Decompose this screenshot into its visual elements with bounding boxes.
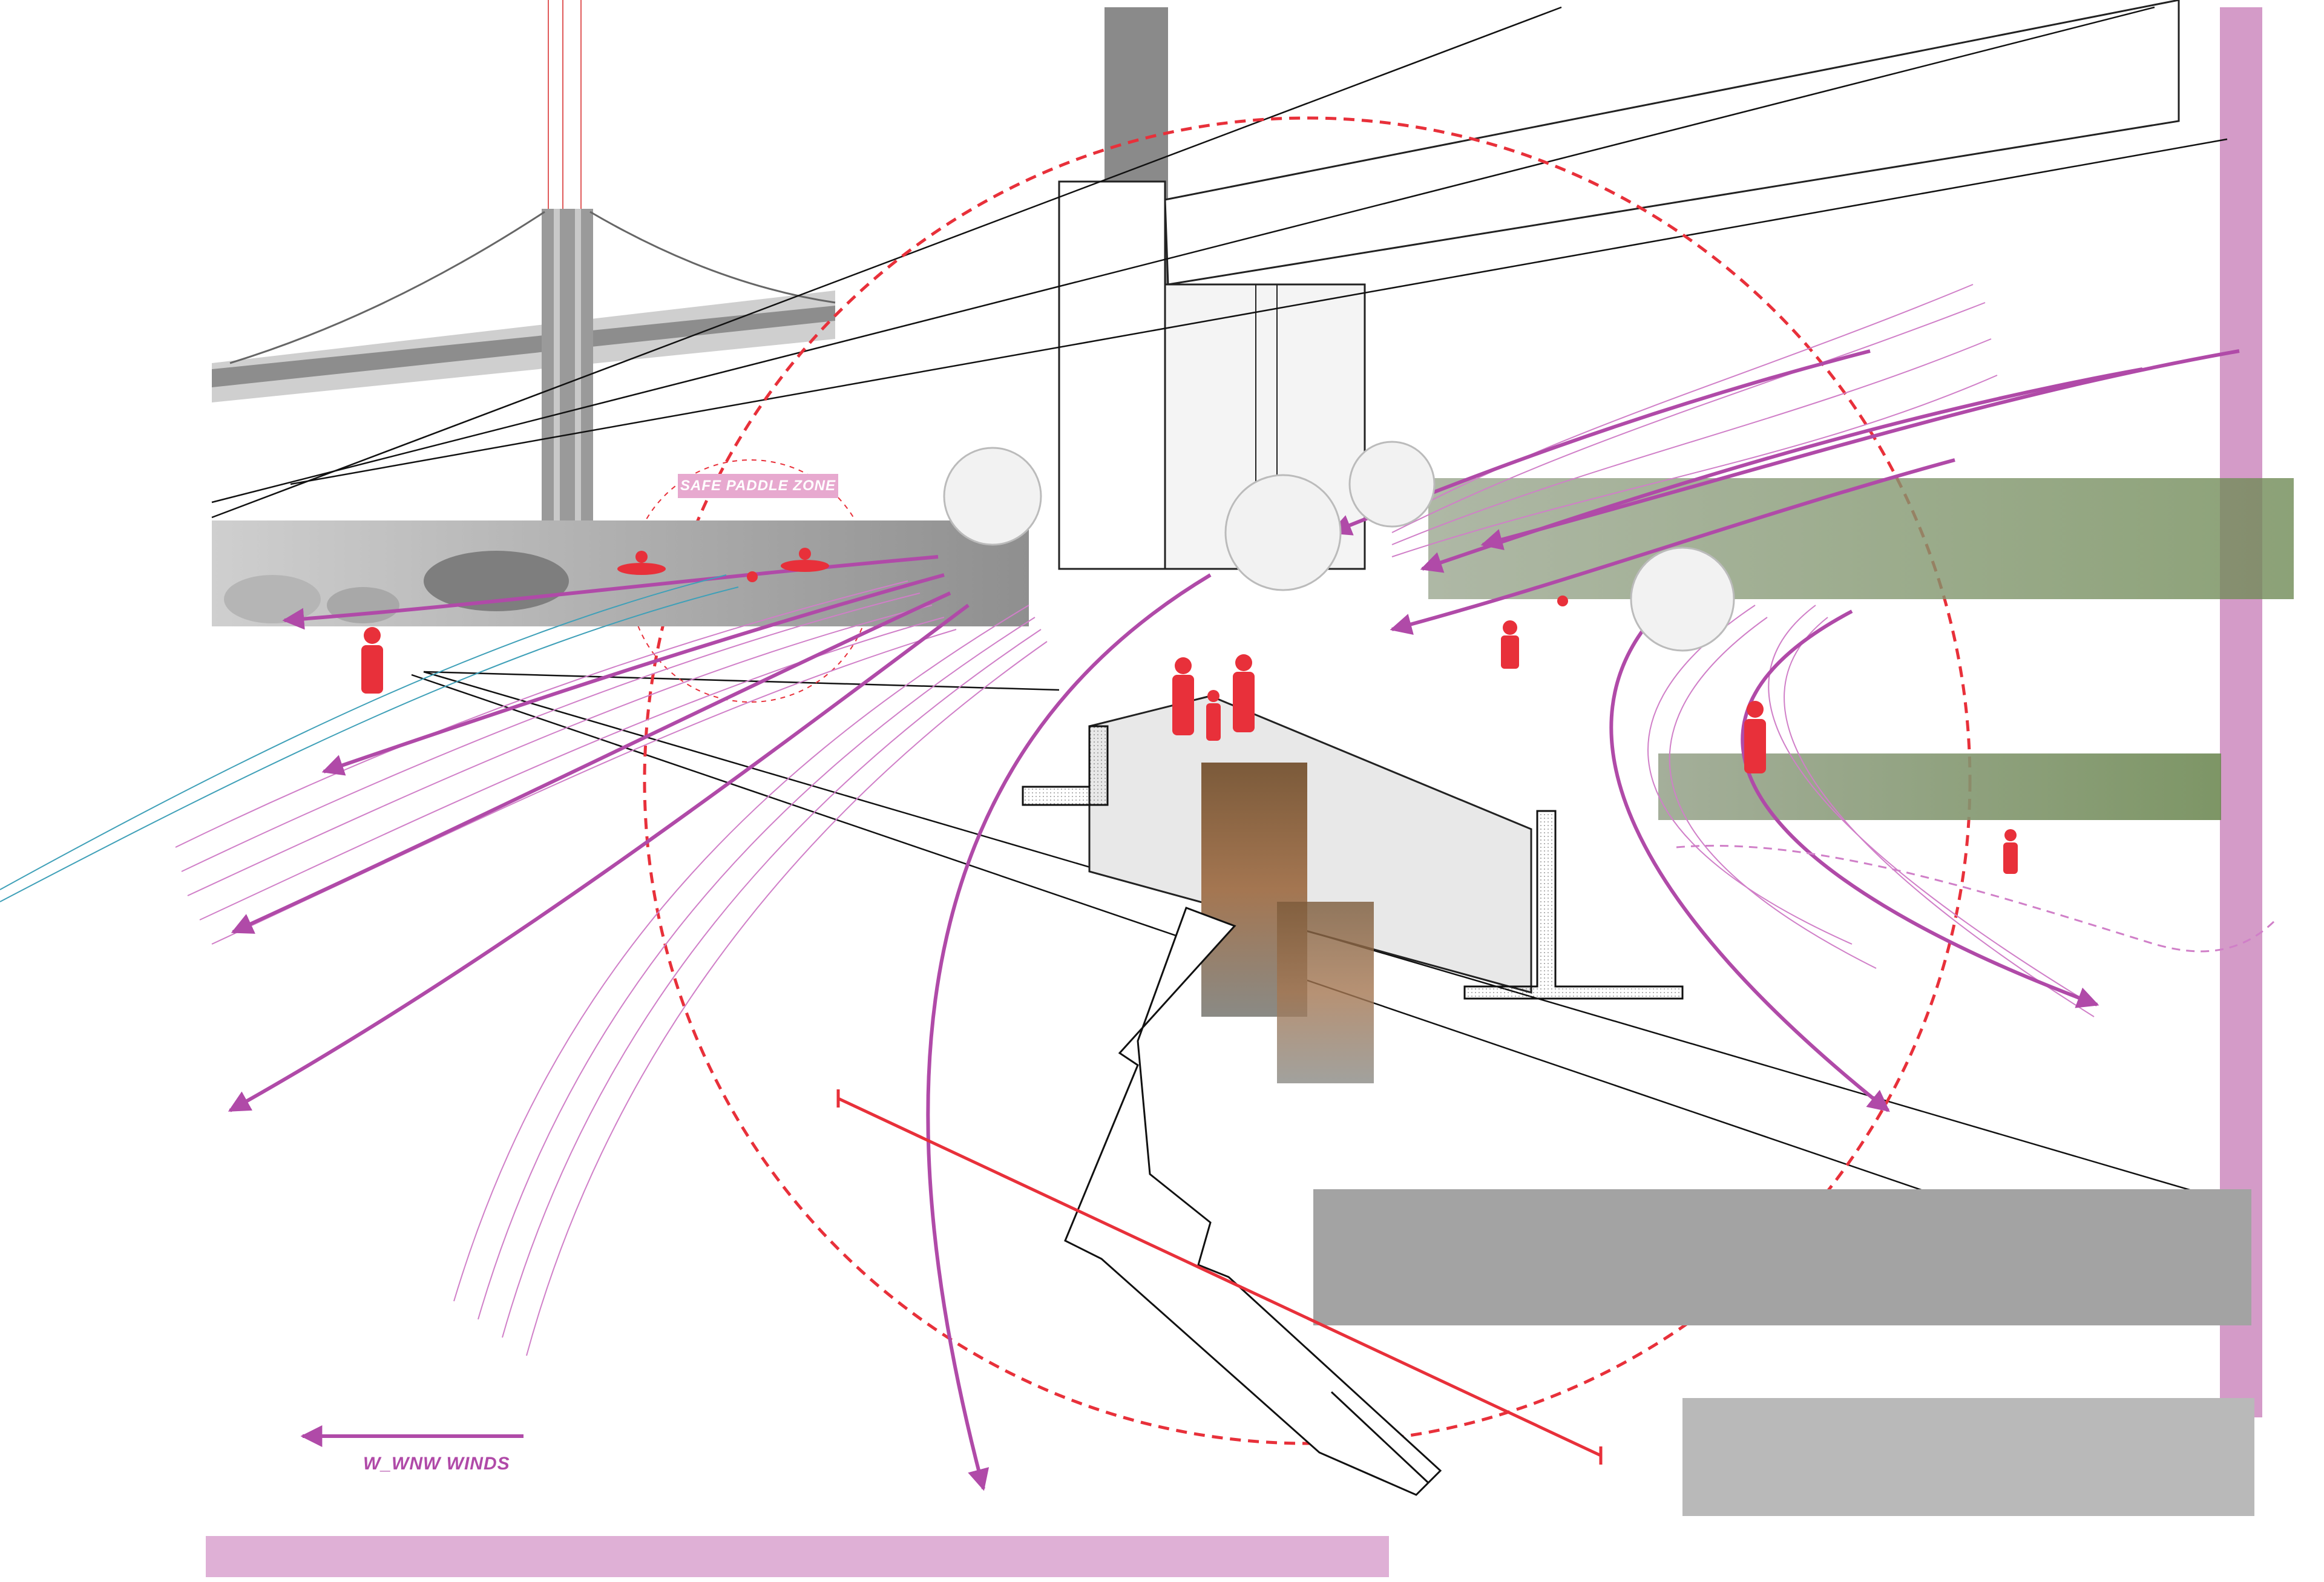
wind-arrow bbox=[1420, 367, 2143, 573]
brooklyn-bridge-tower bbox=[1058, 0, 2180, 570]
kayak-icon bbox=[617, 551, 666, 575]
wind-arrow bbox=[1741, 609, 2099, 1008]
person-silhouette-icon bbox=[1501, 620, 1519, 669]
water-lines bbox=[0, 574, 739, 902]
kayak-icon bbox=[781, 548, 829, 572]
wind-fan-upper bbox=[1391, 284, 1998, 557]
safe-paddle-zone-label: SAFE PADDLE ZONE bbox=[678, 474, 838, 498]
wind-arrow bbox=[228, 603, 970, 1112]
wind-arrow bbox=[1609, 603, 1890, 1112]
bottom-frame-band bbox=[206, 1536, 1389, 1577]
photo-strip-bench bbox=[1682, 1398, 2254, 1516]
wind-arrow bbox=[231, 591, 951, 934]
people bbox=[361, 548, 2018, 874]
right-frame-band bbox=[2220, 7, 2262, 1417]
wind-arrow bbox=[321, 573, 945, 776]
wind-fan-right bbox=[1647, 605, 2095, 1017]
seawall-section bbox=[1022, 695, 1684, 1083]
person-silhouette-icon bbox=[2003, 829, 2018, 874]
photo-strip-garden bbox=[1428, 478, 2294, 599]
photo-strip-shoreline bbox=[212, 520, 1029, 626]
walking-path-dashed bbox=[1676, 844, 2277, 953]
manhattan-bridge-photo bbox=[212, 0, 836, 530]
measure-line bbox=[836, 1089, 1603, 1465]
person-silhouette-icon bbox=[361, 627, 383, 694]
wind-arrow bbox=[1390, 458, 1955, 635]
tree-outline-icon bbox=[943, 441, 1735, 652]
person-silhouette-icon bbox=[1744, 701, 1766, 773]
wind-fan-lower bbox=[453, 605, 1048, 1356]
person-silhouette-icon bbox=[1172, 657, 1194, 735]
photo-strip-path bbox=[1658, 753, 2221, 820]
photo-strip-stairs bbox=[1313, 1189, 2251, 1325]
wind-arrow bbox=[926, 573, 1212, 1491]
person-silhouette-icon bbox=[1233, 654, 1255, 732]
person-silhouette-icon bbox=[1206, 690, 1221, 741]
stair-ramp bbox=[1064, 907, 1442, 1496]
wind-legend-label: W_WNW WINDS bbox=[363, 1454, 510, 1474]
wind-fan-left bbox=[175, 580, 957, 945]
